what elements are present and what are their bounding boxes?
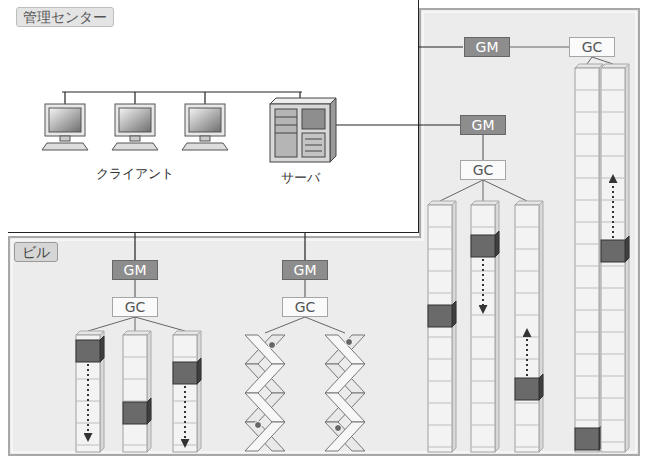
node-label: GM (294, 262, 317, 278)
elevator-car (428, 305, 452, 327)
passenger-dot (269, 342, 276, 349)
control-wire (483, 180, 484, 201)
client-computers (42, 104, 228, 150)
node-label: GC (295, 299, 316, 315)
management-center-region: 管理センター (8, 0, 419, 233)
unit-link (304, 280, 305, 297)
device-label-text: クライアント (96, 166, 174, 181)
node-label: GC (473, 162, 494, 178)
travel-arrow (482, 259, 484, 312)
elevator-car (539, 374, 543, 400)
elevator-car (515, 378, 539, 400)
passenger-dot (346, 339, 353, 346)
building-region: ビル GM GC GM GC GM GC GM GC (8, 8, 640, 456)
elevator-shaft (601, 64, 629, 452)
travel-arrow (612, 176, 614, 238)
elevator-car (173, 362, 197, 384)
gm-unit-box: GM (112, 260, 158, 280)
elevator-shaft (575, 64, 603, 452)
device-label: サーバ (281, 167, 320, 186)
elevator-car (625, 236, 629, 262)
gc-unit-box: GC (112, 297, 158, 317)
passenger-dot (255, 422, 262, 429)
elevator-car (471, 235, 495, 257)
elevator-shaft (515, 201, 543, 452)
gm-unit-box: GM (282, 260, 328, 280)
node-label: GM (124, 262, 147, 278)
elevator-car (197, 358, 201, 384)
travel-arrow (87, 364, 89, 440)
gc-unit-box: GC (282, 297, 328, 317)
elevator-car (452, 301, 456, 327)
gc-unit-box: GC (569, 37, 615, 57)
elevator-car (100, 336, 104, 362)
gm-unit-box: GM (460, 115, 506, 135)
elevator-shaft (471, 201, 499, 452)
elevator-car (76, 340, 100, 362)
gc-unit-box: GC (460, 160, 506, 180)
control-wire (135, 317, 136, 331)
elevator-car (575, 428, 599, 450)
node-label: 管理センター (16, 7, 114, 27)
travel-arrow (184, 386, 186, 446)
elevator-car (147, 398, 151, 424)
device-label-text: サーバ (281, 170, 320, 185)
elevator-shaft (76, 331, 104, 452)
elevator-shaft (123, 331, 151, 452)
unit-link (510, 46, 569, 47)
building-outline (8, 8, 640, 456)
node-label: GC (125, 299, 146, 315)
travel-arrow (526, 330, 528, 376)
unit-link (482, 135, 483, 160)
elevator-car (601, 240, 625, 262)
node-label: GM (472, 117, 495, 133)
server-machine (270, 98, 336, 162)
elevator-shaft (173, 331, 201, 452)
device-label: クライアント (96, 163, 174, 182)
elevator-shaft (428, 201, 456, 452)
node-label: GM (476, 39, 499, 55)
node-label: GC (582, 39, 603, 55)
network-lines (62, 47, 463, 260)
passenger-dot (335, 425, 342, 432)
elevator-car (123, 402, 147, 424)
unit-link (134, 280, 135, 297)
elevator-car (495, 231, 499, 257)
gm-unit-box: GM (464, 37, 510, 57)
node-label: ビル (14, 242, 58, 262)
